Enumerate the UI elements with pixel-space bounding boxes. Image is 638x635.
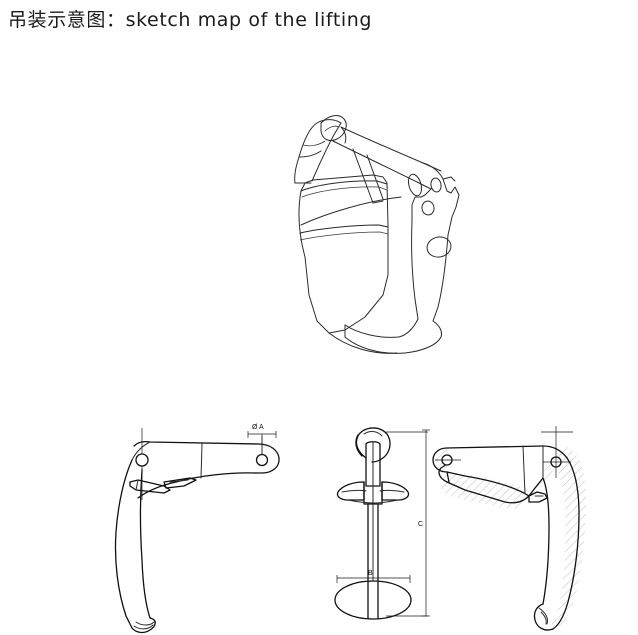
page-title: 吊装示意图：sketch map of the lifting (8, 9, 373, 31)
dim-label-b: B (368, 570, 373, 577)
bracket-section-view (425, 420, 615, 635)
dim-label-diameter-a: Ø A (252, 424, 264, 431)
dim-label-c: C (418, 521, 423, 528)
main-lifting-sketch (255, 85, 485, 370)
bracket-outline-view: Ø A (80, 420, 310, 635)
eye-bolt-anchor-view: B C (318, 420, 433, 635)
